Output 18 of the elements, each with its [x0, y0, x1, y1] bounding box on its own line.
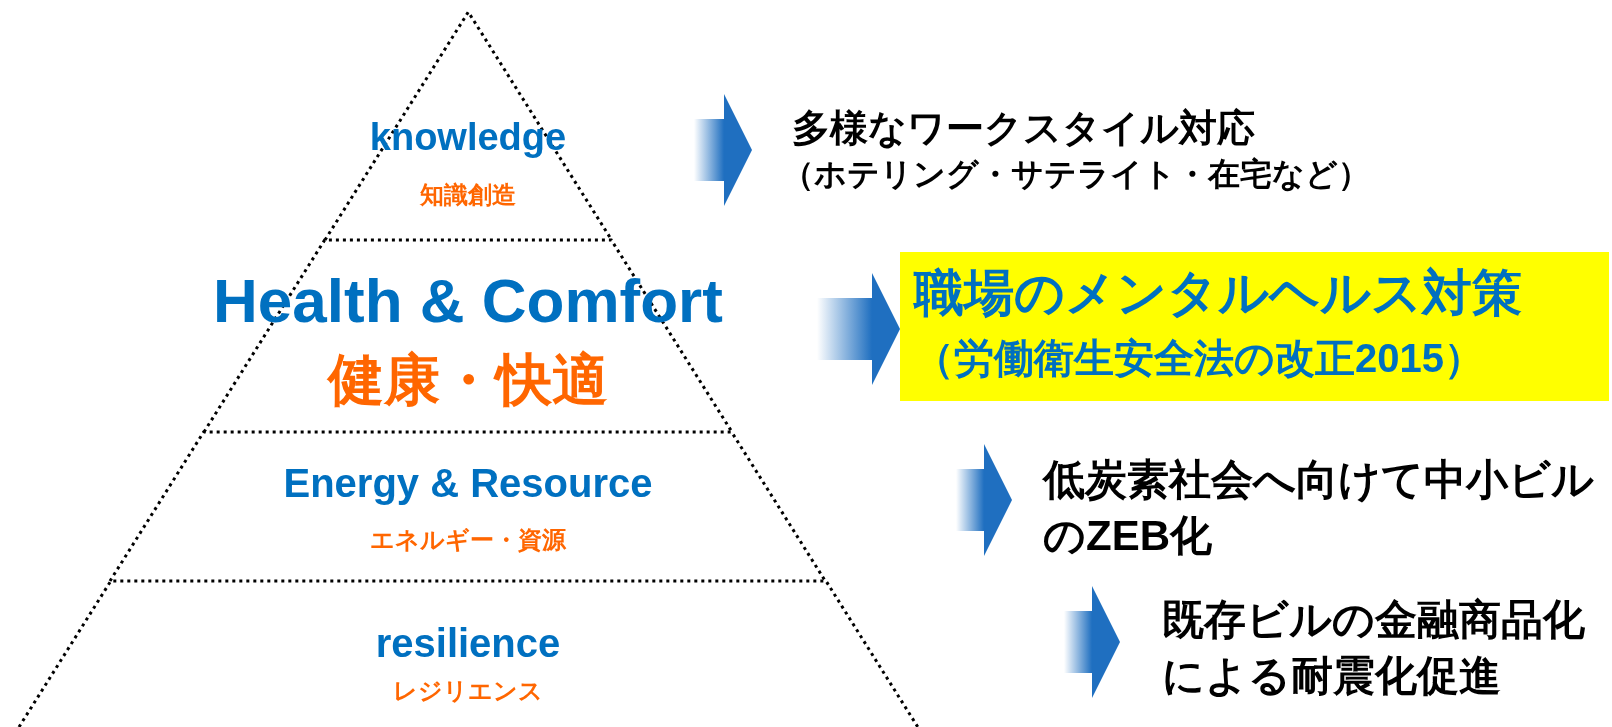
level-title: resilience: [374, 623, 562, 663]
description-text: 既存ビルの金融商品化による耐震化促進: [1162, 595, 1586, 701]
level-subtitle: レジリエンス: [392, 679, 544, 703]
description-text: 低炭素社会へ向けて中小ビルのZEB化: [1043, 455, 1595, 561]
pyramid-level: [110, 432, 826, 581]
level-title: Health & Comfort: [212, 270, 724, 332]
level-subtitle: 健康・快適: [326, 352, 609, 408]
highlight-box: [900, 252, 1609, 401]
highlight-text: 職場のメンタルヘルス対策: [914, 268, 1522, 318]
description-text: 多様なワークスタイル対応: [792, 106, 1255, 151]
level-subtitle: エネルギー・資源: [369, 528, 567, 552]
highlight-text: （労働衛生安全法の改正2015）: [914, 338, 1484, 378]
level-title: Energy & Resource: [282, 463, 654, 503]
pyramid-level: [18, 581, 918, 727]
pyramid-level: [204, 240, 732, 432]
pyramid-level: [324, 12, 612, 240]
note-text: （ホテリング・サテライト・在宅など）: [782, 155, 1370, 194]
level-subtitle: 知識創造: [419, 183, 517, 207]
